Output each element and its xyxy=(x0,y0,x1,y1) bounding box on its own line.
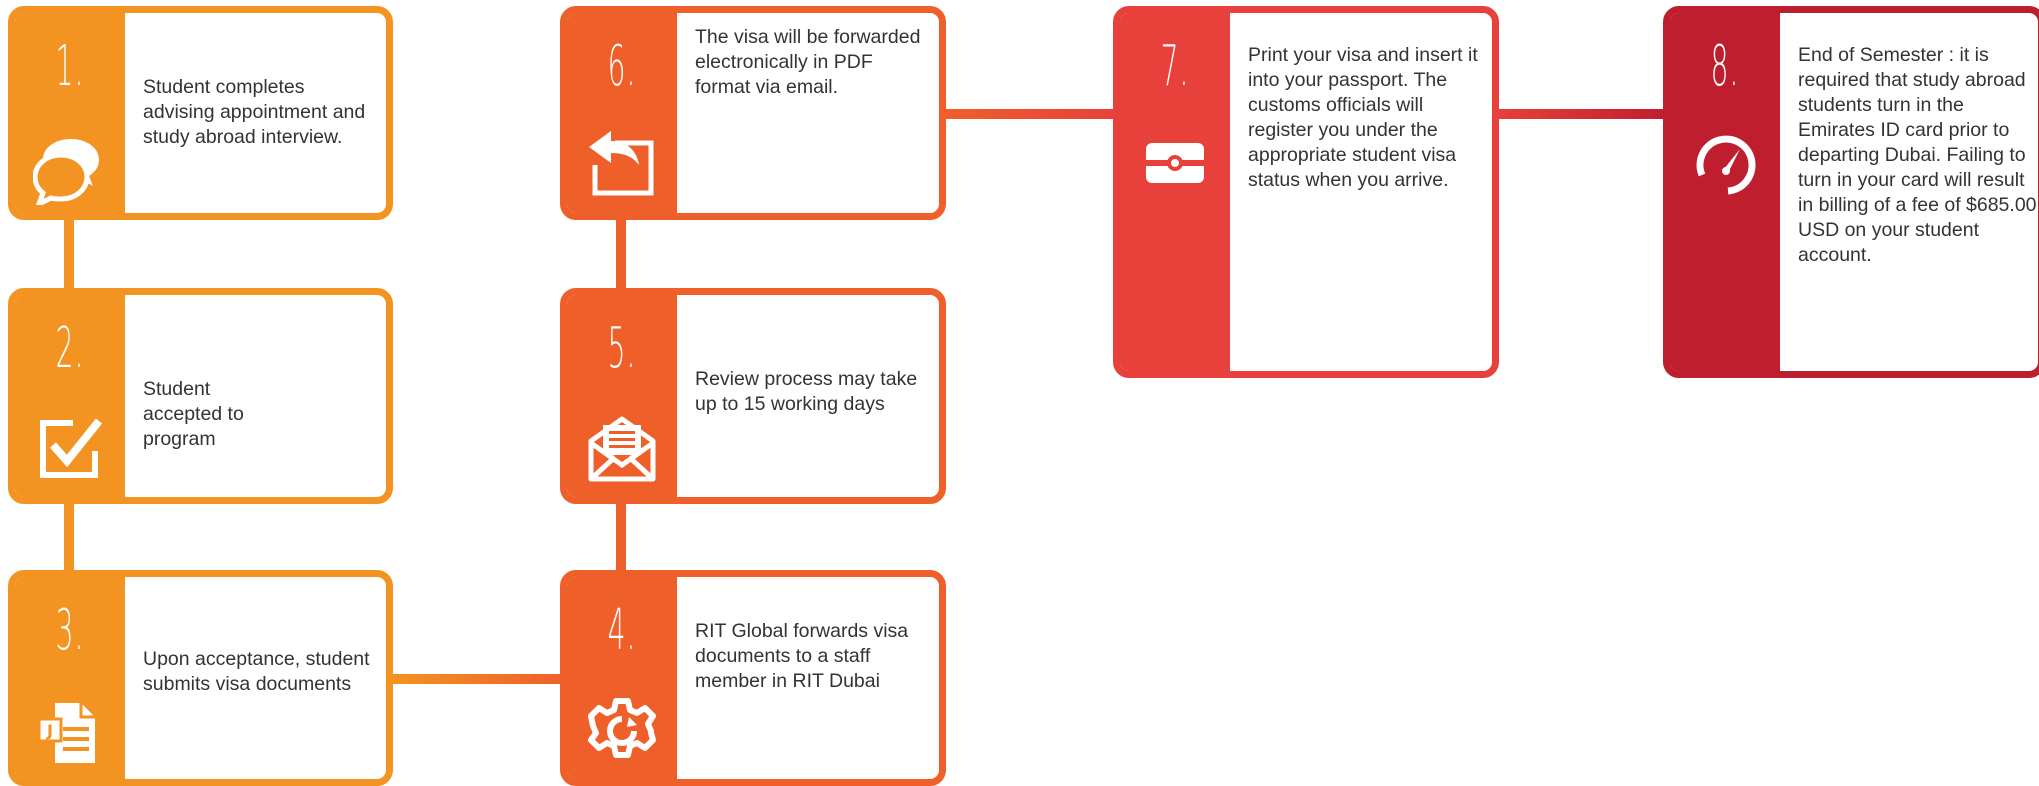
step-number-7: 7. xyxy=(1160,34,1190,99)
chat-bubbles-icon xyxy=(33,131,107,205)
step-side-4: 4. xyxy=(567,577,677,779)
document-icon: J xyxy=(33,695,107,769)
step-card-6: 6. The visa will be forwarded electronic… xyxy=(560,6,946,220)
connector-2-3 xyxy=(64,500,74,580)
step-side-5: 5. xyxy=(567,295,677,497)
step-text-7: Print your visa and insert it into your … xyxy=(1248,44,1478,191)
mail-icon xyxy=(585,411,659,485)
connector-6-7 xyxy=(940,109,1118,119)
step-text-4: RIT Global forwards visa documents to a … xyxy=(695,620,909,692)
step-side-7: 7. xyxy=(1120,13,1230,371)
step-side-3: 3. J xyxy=(15,577,125,779)
step-number-3: 3. xyxy=(55,598,85,663)
step-card-7: 7. Print your visa and insert it into yo… xyxy=(1113,6,1499,378)
timer-icon xyxy=(1688,125,1762,199)
step-number-6: 6. xyxy=(607,34,637,99)
step-number-8: 8. xyxy=(1710,34,1740,99)
step-side-2: 2. xyxy=(15,295,125,497)
step-number-4: 4. xyxy=(607,598,637,663)
step-card-2: 2. Student accepted to program xyxy=(8,288,393,504)
step-card-5: 5. Review process may take up to 15 work… xyxy=(560,288,946,504)
step-card-4: 4. RIT Global forwards visa documents to… xyxy=(560,570,946,786)
step-text-8: End of Semester : it is required that st… xyxy=(1798,44,2037,266)
step-text-6: The visa will be forwarded electronicall… xyxy=(695,26,921,98)
step-number-5: 5. xyxy=(607,316,637,381)
step-number-1: 1. xyxy=(55,34,85,99)
step-number-2: 2. xyxy=(55,316,85,381)
gear-icon xyxy=(585,695,659,769)
passport-icon xyxy=(1138,125,1212,199)
forward-arrow-icon xyxy=(585,125,659,199)
connector-5-6 xyxy=(616,215,626,295)
step-text-5: Review process may take up to 15 working… xyxy=(695,368,918,415)
connector-3-4 xyxy=(390,674,565,684)
step-card-8: 8. End of Semester : it is required that… xyxy=(1663,6,2039,378)
step-text-2: Student accepted to program xyxy=(143,378,244,450)
step-side-1: 1. xyxy=(15,13,125,213)
step-side-6: 6. xyxy=(567,13,677,213)
step-card-1: 1. Student completes advising appointmen… xyxy=(8,6,393,220)
step-side-8: 8. xyxy=(1670,13,1780,371)
step-text-1: Student completes advising appointment a… xyxy=(143,76,366,148)
checkbox-icon xyxy=(33,411,107,485)
connector-1-2 xyxy=(64,215,74,295)
connector-7-8 xyxy=(1494,109,1668,119)
step-card-3: 3. J Upon acceptance, student submits vi… xyxy=(8,570,393,786)
connector-4-5 xyxy=(616,500,626,580)
step-text-3: Upon acceptance, student submits visa do… xyxy=(143,648,370,695)
svg-text:J: J xyxy=(46,721,53,740)
